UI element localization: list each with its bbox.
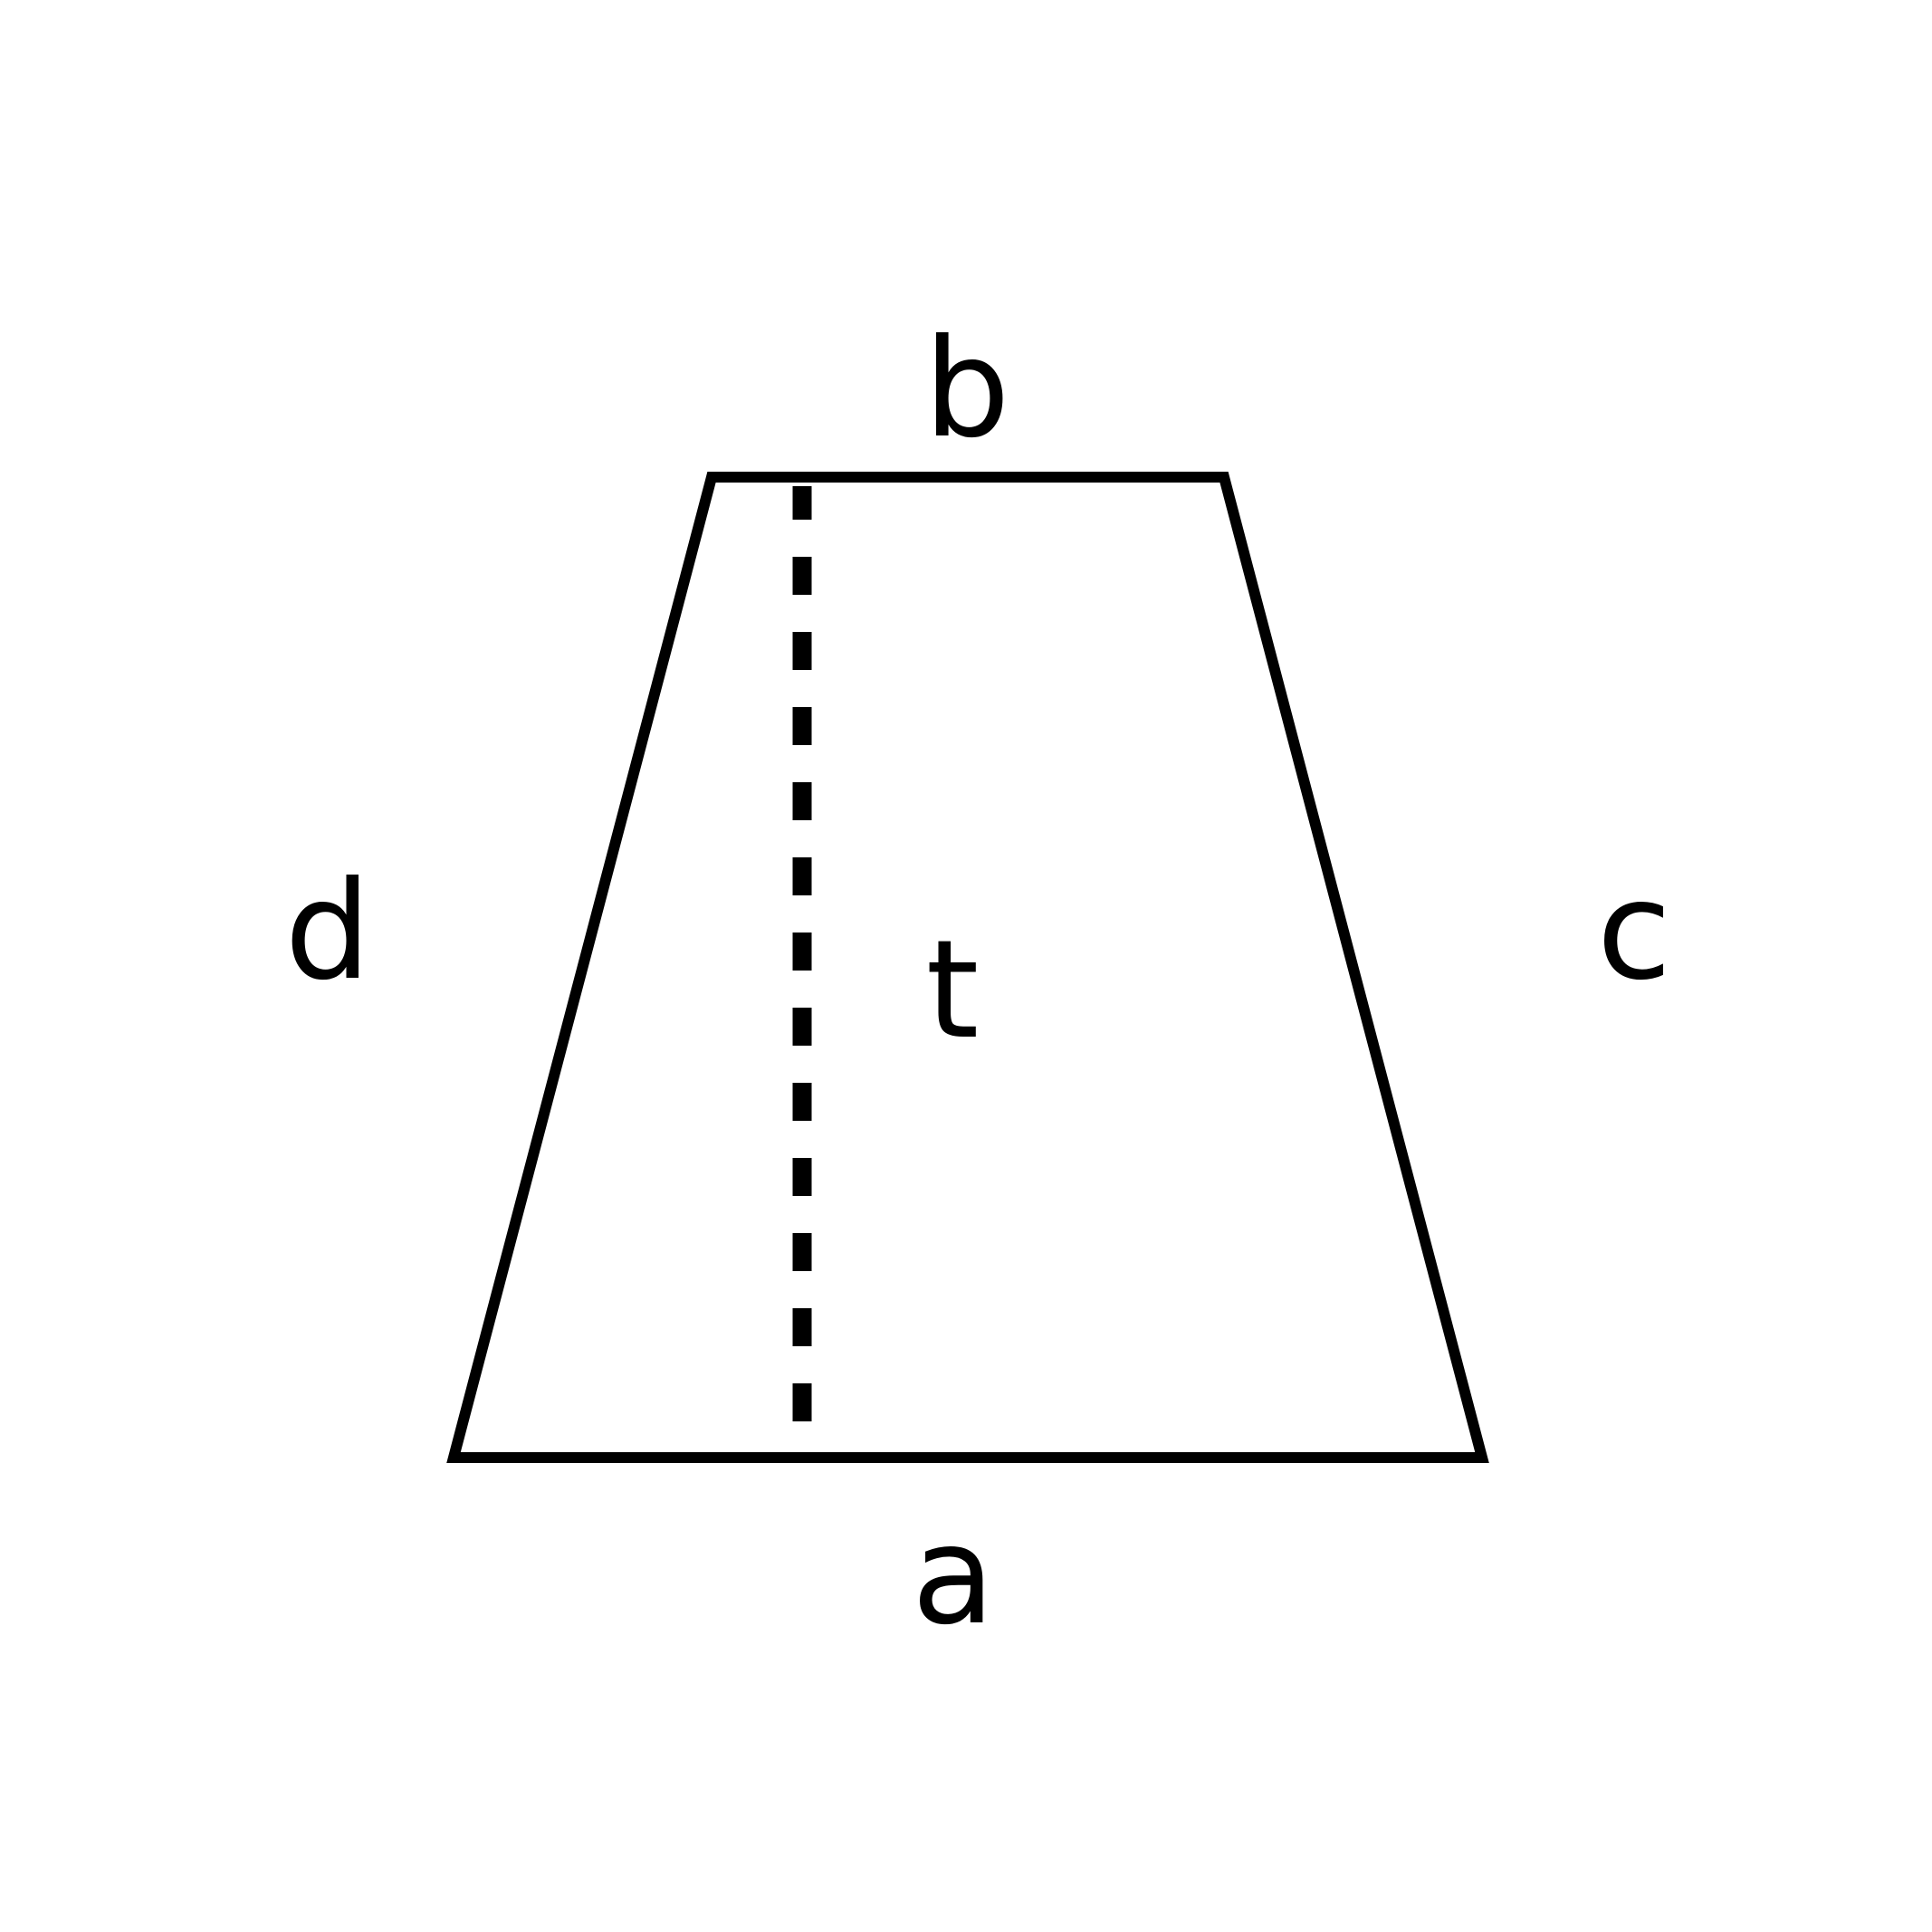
label-right-side-c: c [1597,853,1671,1010]
label-top-side-b: b [923,311,1009,468]
label-bottom-side-a: a [912,1497,995,1655]
label-left-side-d: d [284,853,370,1010]
label-height-t: t [926,912,980,1069]
trapezoid-outline [446,472,1489,1463]
